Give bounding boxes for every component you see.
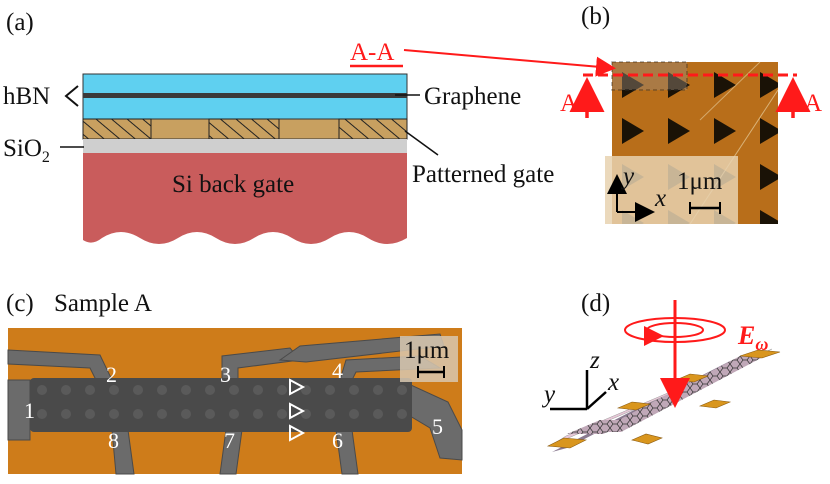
hbn-bracket xyxy=(64,85,79,107)
hall-bar-channel xyxy=(30,378,412,432)
d-z-label: z xyxy=(589,347,600,374)
triangle-marker xyxy=(289,424,306,442)
b-y-label: y xyxy=(620,163,635,190)
contact-pad xyxy=(546,437,588,449)
triangle-markers xyxy=(289,378,306,442)
contact-label-8: 8 xyxy=(108,428,119,453)
panel-d-tag: (d) xyxy=(581,290,610,317)
field-label: Eω xyxy=(737,321,768,354)
contact-label-2: 2 xyxy=(106,362,117,387)
sample-title: Sample A xyxy=(54,290,152,317)
panel-d: (d) Eω z x y xyxy=(541,290,781,452)
contact-pad xyxy=(616,401,652,411)
section-marker-right: A xyxy=(804,90,822,117)
lead-1 xyxy=(7,379,31,441)
contact-label-3: 3 xyxy=(220,362,231,387)
panel-b: (b) y x 1μm A-A A A xyxy=(350,3,822,225)
d-y-label: y xyxy=(541,381,556,408)
gate-hatch-1 xyxy=(82,118,152,140)
contacts-3d xyxy=(546,349,781,449)
triangle-marker xyxy=(289,402,306,420)
panel-a: (a) hBN SiO2 Graphene Patterned gate Si … xyxy=(3,9,554,244)
c-scale-label: 1μm xyxy=(404,337,450,364)
d-x-axis xyxy=(586,391,607,410)
b-scale-label: 1μm xyxy=(677,168,723,195)
section-pointer xyxy=(403,49,616,77)
graphene-label: Graphene xyxy=(424,83,521,110)
polarization-ring xyxy=(624,317,726,343)
panel-b-tag: (b) xyxy=(581,3,610,30)
gate-hatch-3 xyxy=(338,118,408,140)
patterned-gate-label: Patterned gate xyxy=(412,161,554,188)
panel-c: (c) Sample A 1μm 1 2 3 4 5 xyxy=(6,290,463,475)
contact-label-5: 5 xyxy=(432,414,443,439)
b-x-label: x xyxy=(654,185,666,212)
panel-c-tag: (c) xyxy=(6,290,34,317)
c-scale-overlay xyxy=(400,336,458,382)
contact-pad xyxy=(698,399,732,409)
contact-pad xyxy=(631,433,663,445)
afm-scratch-2 xyxy=(699,61,761,121)
sio2-layer xyxy=(83,139,407,153)
si-layer xyxy=(83,153,407,244)
hallbar-leads xyxy=(7,333,463,475)
graphene-sheet-b xyxy=(596,356,765,432)
patterned-gate-leader xyxy=(404,130,439,156)
contact-label-1: 1 xyxy=(24,398,35,423)
graphene-layer xyxy=(83,93,407,98)
triangle-marker xyxy=(289,378,306,396)
panel-a-tag: (a) xyxy=(6,9,34,36)
contact-label-6: 6 xyxy=(332,428,343,453)
contact-label-4: 4 xyxy=(332,358,343,383)
hbn-label: hBN xyxy=(3,83,50,110)
section-marker-left: A xyxy=(560,90,578,117)
section-label: A-A xyxy=(350,39,394,66)
gate-hatch-2 xyxy=(208,118,280,140)
d-x-label: x xyxy=(607,369,619,396)
contact-pad xyxy=(739,349,781,359)
contact-label-7: 7 xyxy=(224,428,235,453)
si-back-gate-label: Si back gate xyxy=(172,171,294,198)
sio2-label: SiO2 xyxy=(3,135,50,166)
